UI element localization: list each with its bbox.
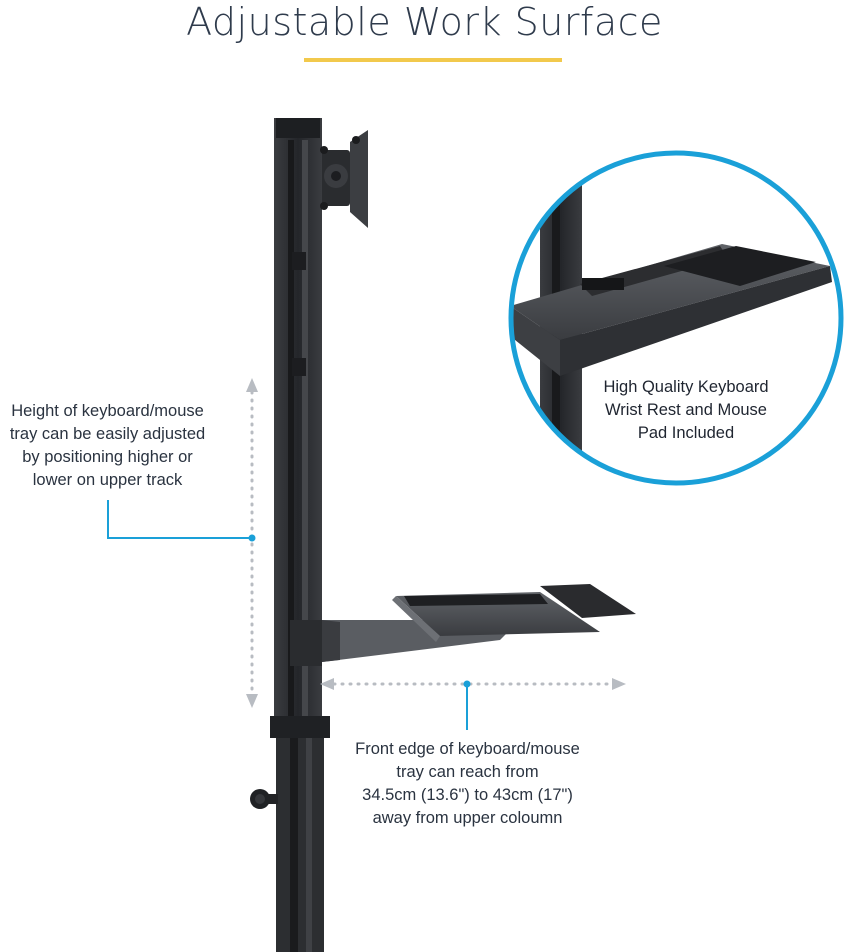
- detail-callout-line: Wrist Rest and Mouse: [604, 401, 767, 419]
- height-callout-line: Height of keyboard/mouse: [11, 402, 204, 420]
- height-callout-line: by positioning higher or: [22, 448, 193, 466]
- reach-callout-line: away from upper coloumn: [372, 809, 563, 827]
- keyboard-tray: [290, 584, 636, 666]
- reach-callout-line: tray can reach from: [396, 763, 539, 781]
- page-title: Adjustable Work Surface: [186, 0, 663, 44]
- height-callout: Height of keyboard/mouse tray can be eas…: [0, 400, 215, 492]
- stand-column: [270, 118, 330, 952]
- title-underline: [304, 58, 562, 62]
- reach-arrow: [320, 678, 626, 690]
- detail-callout-line: High Quality Keyboard: [603, 378, 769, 396]
- height-arrow: [246, 378, 258, 708]
- height-leader: [107, 500, 252, 539]
- detail-callout-line: Pad Included: [637, 424, 735, 442]
- vesa-mount: [320, 130, 368, 228]
- reach-callout-line: 34.5cm (13.6") to 43cm (17"): [362, 786, 573, 804]
- reach-callout-line: Front edge of keyboard/mouse: [355, 740, 580, 758]
- height-callout-line: lower on upper track: [32, 471, 183, 489]
- height-callout-line: tray can be easily adjusted: [9, 425, 206, 443]
- detail-callout: High Quality Keyboard Wrist Rest and Mou…: [586, 376, 786, 445]
- height-knob: [250, 789, 278, 809]
- reach-callout: Front edge of keyboard/mouse tray can re…: [330, 738, 605, 830]
- detail-inset: [508, 150, 844, 486]
